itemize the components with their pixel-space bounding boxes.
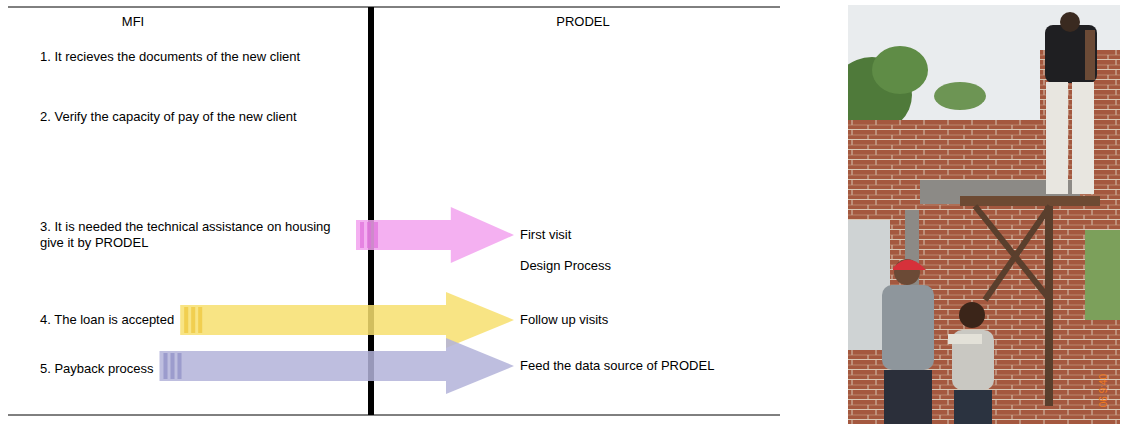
step-text: 1. It recieves the documents of the new … [40,49,300,65]
block-arrow [160,338,515,394]
block-arrow [356,207,514,263]
arrow-shape [356,207,514,263]
top-rule [8,7,780,8]
step-text: 4. The loan is accepted [40,312,174,328]
arrow-tail-stripe [367,222,371,248]
column-header: MFI [122,14,144,29]
column-header: PRODEL [556,14,609,29]
arrow-tail-stripe [198,307,202,333]
photo-timestamp: 06 9:40 [1099,373,1110,406]
node-text: 4. The loan is accepted [40,312,174,328]
arrow-tail-stripe [164,353,168,379]
arrow-tail-stripe [191,307,195,333]
step-text: 3. It is needed the technical assistance… [40,219,350,251]
node-text: First visit [520,227,611,243]
prodel-activity: Feed the data source of PRODEL [520,358,714,374]
bottom-rule [8,415,780,416]
photo-scene [848,5,1120,424]
arrow-tail-stripe [184,307,188,333]
prodel-activity: First visitDesign Process [520,227,611,274]
step-text: 5. Payback process [40,361,153,377]
node-text: Follow up visits [520,312,608,328]
node-text: Design Process [520,258,611,274]
arrow-shape [180,292,514,348]
node-text: Feed the data source of PRODEL [520,358,714,374]
node-text: 3. It is needed the technical assistance… [40,219,350,251]
arrow-tail-stripe [360,222,364,248]
block-arrow [180,292,514,348]
node-text: 1. It recieves the documents of the new … [40,49,300,65]
step-text: 2. Verify the capacity of pay of the new… [40,109,297,125]
arrow-tail-stripe [374,222,378,248]
node-text: 5. Payback process [40,361,153,377]
arrow-tail-stripe [171,353,175,379]
node-text: 2. Verify the capacity of pay of the new… [40,109,297,125]
arrow-shape [160,338,515,394]
prodel-activity: Follow up visits [520,312,608,328]
arrow-tail-stripe [178,353,182,379]
